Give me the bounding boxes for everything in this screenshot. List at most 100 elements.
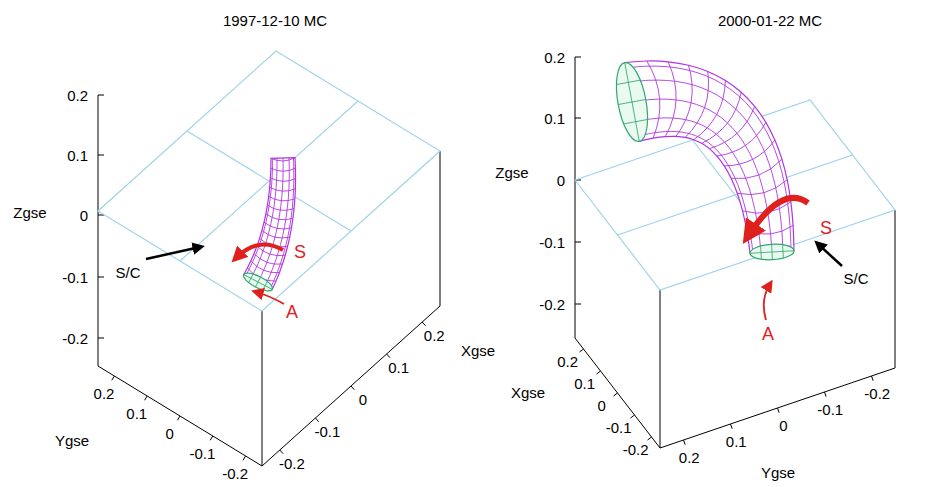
tick-label: 0.2 (557, 354, 578, 369)
tick-mark (351, 386, 354, 390)
flux-rope (625, 61, 794, 253)
annotation: A (762, 325, 774, 343)
tick-label: -0.2 (864, 386, 890, 401)
annotation: A (286, 303, 298, 321)
tick-mark (684, 440, 686, 445)
rope-end-cap (611, 60, 653, 144)
rope-mesh (628, 80, 783, 251)
tick-mark (177, 416, 180, 420)
tick-mark (210, 436, 213, 440)
tick-mark (872, 376, 874, 381)
box-edge (262, 311, 263, 466)
tick-label: 0.1 (544, 111, 565, 126)
tick-mark (575, 242, 581, 243)
plot-panel (575, 57, 895, 448)
tick-label: -0.1 (539, 235, 565, 250)
panel-title: 2000-01-22 MC (718, 13, 822, 28)
tick-mark (98, 155, 104, 156)
box-edge (262, 306, 440, 466)
tick-label: -0.2 (539, 297, 565, 312)
rotation-arrow (748, 198, 808, 236)
rope-mesh (258, 158, 283, 282)
plane-grid (187, 131, 351, 231)
axis-label: Ygse (55, 433, 89, 448)
axis-label: Ygse (761, 465, 795, 480)
box-edge (98, 211, 99, 366)
axis-label: Zgse (495, 165, 528, 180)
rope-mesh (626, 66, 791, 251)
annotation: S (294, 243, 306, 261)
box-edge (575, 338, 660, 448)
box-edge (440, 151, 441, 306)
tick-label: 0 (165, 426, 173, 441)
rope-mesh (251, 158, 277, 278)
box-edge (660, 290, 661, 448)
tick-mark (98, 338, 104, 339)
box-edge (575, 180, 576, 338)
rope-end-cap (241, 270, 275, 295)
tick-label: 0 (359, 392, 367, 407)
box-edge (660, 368, 895, 448)
tick-mark (575, 304, 581, 305)
tick-label: 0 (779, 418, 787, 433)
tick-mark (422, 322, 425, 326)
spacecraft-arrow (146, 247, 200, 259)
tick-mark (243, 456, 246, 460)
tick-label: 0.2 (424, 328, 445, 343)
rope-mesh (270, 158, 294, 289)
tick-mark (614, 393, 618, 396)
rope-mesh (636, 118, 761, 253)
tick-label: 0.1 (126, 406, 147, 421)
z-axis (575, 57, 576, 180)
tick-mark (597, 371, 601, 374)
tick-label: -0.1 (189, 446, 215, 461)
tick-label: 0 (557, 173, 565, 188)
tick-mark (575, 57, 581, 58)
tick-label: -0.2 (279, 456, 305, 471)
flux-rope (244, 158, 296, 290)
xy-plane (98, 51, 440, 311)
panel-title: 1997-12-10 MC (223, 13, 327, 28)
axis-arrow (764, 284, 770, 320)
rope-mesh (265, 158, 289, 286)
tick-mark (315, 418, 318, 422)
tick-label: -0.2 (623, 442, 649, 457)
tick-mark (575, 118, 581, 119)
tick-mark (825, 392, 827, 397)
tick-label: 0.1 (726, 434, 747, 449)
tick-label: 0.2 (94, 386, 115, 401)
tick-mark (631, 415, 635, 418)
tick-label: 0 (598, 398, 606, 413)
tick-label: 0.2 (679, 450, 700, 465)
tick-mark (98, 95, 104, 96)
z-axis (98, 95, 99, 211)
tick-label: -0.1 (817, 402, 843, 417)
tick-mark (387, 354, 390, 358)
axis-label: Xgse (511, 385, 545, 400)
tick-label: 0.1 (388, 360, 409, 375)
tick-mark (648, 437, 652, 440)
axis-arrow (256, 292, 284, 304)
tick-mark (280, 450, 283, 454)
tick-label: -0.1 (315, 424, 341, 439)
tick-mark (778, 408, 780, 413)
tick-mark (112, 376, 115, 380)
box-edge (895, 210, 896, 368)
axis-label: Zgse (13, 205, 46, 220)
tick-label: 0.1 (574, 376, 595, 391)
annotation: S/C (843, 271, 868, 286)
axis-label: Xgse (461, 343, 495, 358)
rotation-arrow (236, 245, 283, 258)
tick-label: 0 (80, 208, 88, 223)
tick-mark (731, 424, 733, 429)
tick-label: -0.2 (222, 466, 248, 481)
tick-label: 0.2 (67, 88, 88, 103)
rope-end-cap (750, 243, 795, 261)
tick-mark (98, 277, 104, 278)
tick-label: 0.1 (67, 148, 88, 163)
annotation: S/C (115, 265, 140, 280)
spacecraft-arrow (818, 244, 842, 266)
tick-label: 0.2 (544, 50, 565, 65)
tick-label: -0.2 (62, 331, 88, 346)
plot-panel (98, 51, 440, 466)
